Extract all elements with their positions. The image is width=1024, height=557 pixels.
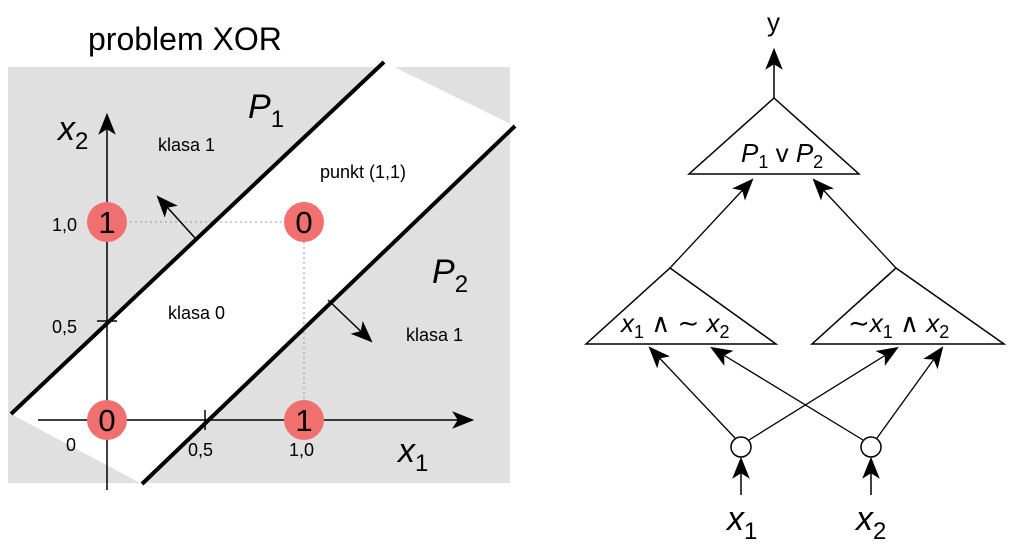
p1-normal-arrow [156, 195, 196, 239]
or-neuron-label: P1 v P2 [741, 138, 823, 172]
x2-axis-label: x2 [56, 110, 88, 155]
edge-x1-to-right [748, 346, 899, 441]
decision-line-p1 [9, 60, 386, 416]
point-0-1: 1 [87, 202, 127, 242]
point-marker [284, 400, 324, 440]
p1-label: P1 [248, 88, 284, 133]
output-label: y [767, 7, 780, 37]
xor-plot: 0 1 1 0 problem XOR P1 P2 x2 x1 klasa 1 kla… [8, 21, 517, 490]
p2-label: P2 [432, 253, 468, 298]
x2-tick-label-05: 0,5 [52, 317, 77, 337]
region-label-upper: klasa 1 [158, 135, 215, 155]
hidden-neuron-right [810, 267, 1007, 345]
hidden-neuron-left [584, 267, 779, 345]
data-points: 0 1 1 0 [87, 202, 324, 440]
hidden-neuron-left-label: x1 ∧ ∼ x2 [619, 308, 730, 342]
origin-label: 0 [66, 435, 76, 455]
point-label: 1 [98, 205, 115, 240]
region-label-middle: klasa 0 [168, 303, 225, 323]
input-label-1: x1 [725, 500, 757, 545]
point-1-1: 0 [284, 202, 324, 242]
or-neuron [687, 96, 861, 175]
point-marker [284, 202, 324, 242]
plot-title: problem XOR [88, 21, 282, 57]
point-marker [87, 400, 127, 440]
point-annotation: punkt (1,1) [320, 162, 406, 182]
xor-network: y P1 v P2 x1 ∧ ∼ x2 ∼x1 ∧ x2 x1 x2 [584, 7, 1007, 545]
x2-tick-label-10: 1,0 [52, 215, 77, 235]
edge-x2-to-right [876, 346, 944, 439]
point-label: 0 [295, 205, 312, 240]
x1-tick-label-10: 1,0 [289, 440, 314, 460]
decision-line-p2 [140, 124, 517, 486]
input-node-2 [860, 436, 882, 458]
p2-normal-arrow [327, 299, 373, 343]
x1-tick-label-05: 0,5 [188, 440, 213, 460]
point-0-0: 0 [87, 400, 127, 440]
edge-x2-to-left [710, 346, 864, 441]
edge-x1-to-left [648, 346, 736, 439]
edge-right-to-or [812, 178, 897, 269]
input-node-1 [730, 436, 752, 458]
edge-left-to-or [669, 178, 754, 269]
point-label: 0 [98, 403, 115, 438]
region-label-lower: klasa 1 [406, 325, 463, 345]
class-0-region [11, 67, 510, 483]
point-1-0: 1 [284, 400, 324, 440]
point-label: 1 [295, 403, 312, 438]
input-label-2: x2 [854, 500, 886, 545]
hidden-neuron-right-label: ∼x1 ∧ x2 [848, 308, 949, 342]
x1-axis-label: x1 [396, 432, 428, 477]
point-marker [87, 202, 127, 242]
